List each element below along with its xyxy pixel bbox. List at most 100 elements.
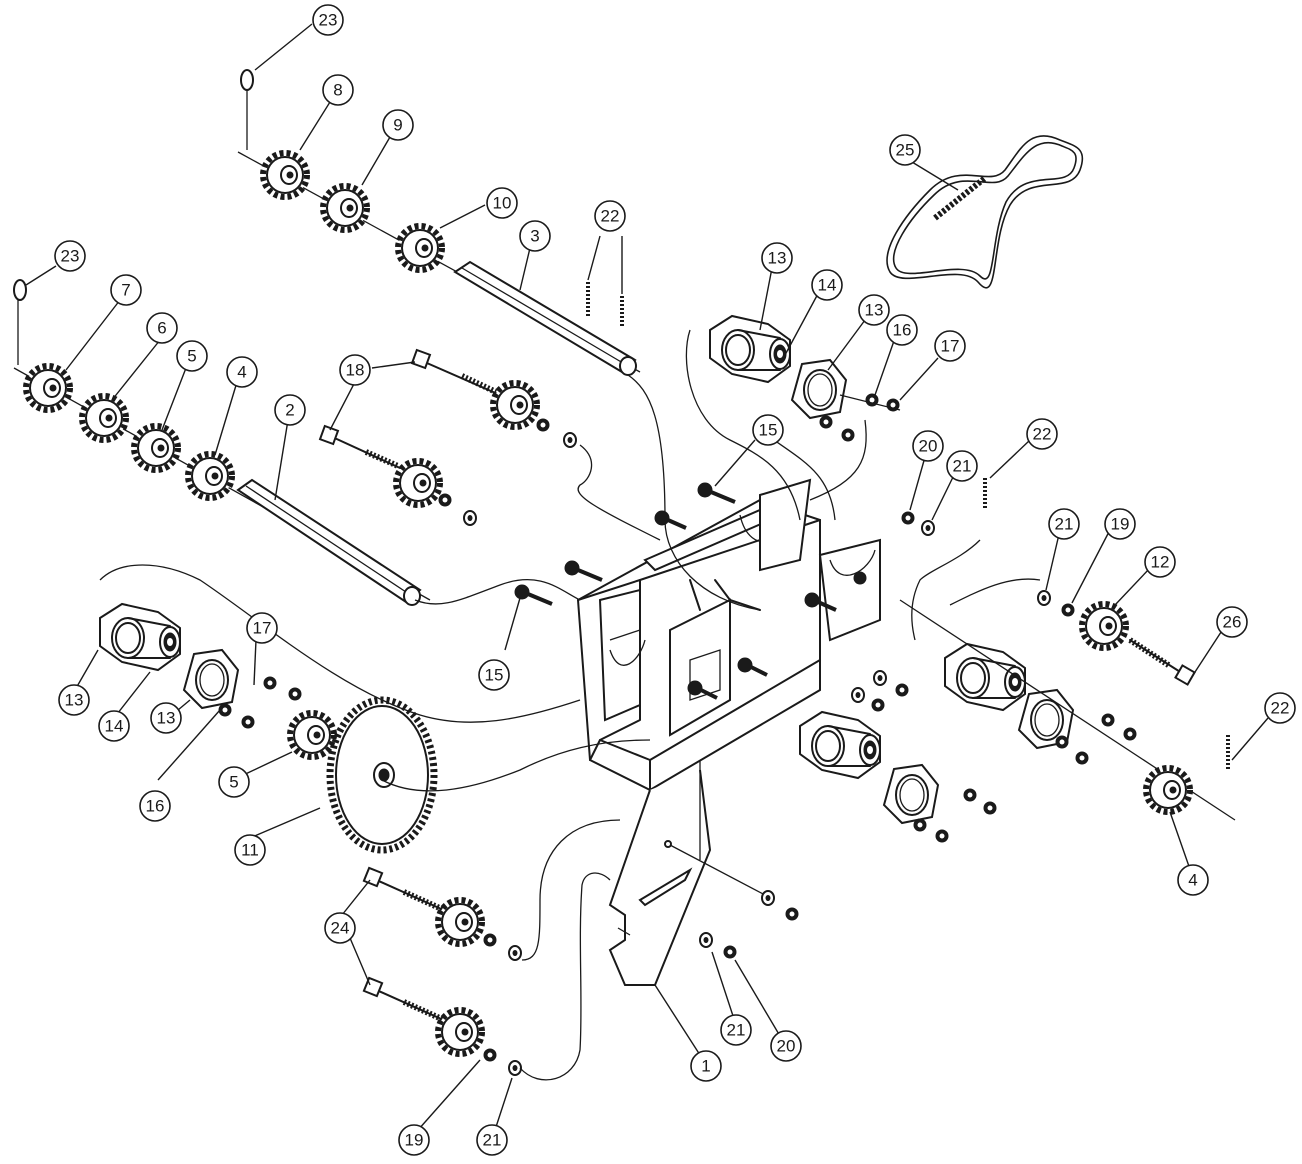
- callout-circle: [476, 1124, 508, 1156]
- callout-circle: [246, 612, 278, 644]
- callout-number: 20: [919, 437, 938, 456]
- callout-circle: [912, 430, 944, 462]
- callout-circle: [1104, 508, 1136, 540]
- left-shaft-assembly: [13, 279, 431, 606]
- callout-number: 21: [1055, 515, 1074, 534]
- callout-circle: [312, 4, 344, 36]
- callout-circle: [339, 354, 371, 386]
- callout-c3: 3: [519, 220, 551, 252]
- callout-balloons: 2389102232523765421813141316171520212221…: [54, 4, 1296, 1156]
- callout-number: 19: [1111, 515, 1130, 534]
- callout-number: 23: [319, 11, 338, 30]
- callout-number: 21: [727, 1021, 746, 1040]
- idler-assembly-24: [362, 866, 522, 1076]
- callout-c16b: 16: [139, 790, 171, 822]
- callout-number: 16: [146, 797, 165, 816]
- callout-circle: [234, 834, 266, 866]
- large-sprocket-11: [326, 696, 438, 854]
- callout-number: 17: [253, 619, 272, 638]
- callout-c20a: 20: [912, 430, 944, 462]
- callout-c16a: 16: [886, 314, 918, 346]
- sprocket-6: [82, 396, 126, 440]
- callout-c13d: 13: [150, 702, 182, 734]
- callout-c4b: 4: [1177, 864, 1209, 896]
- bearing-set-left: [99, 603, 438, 854]
- callout-number: 3: [530, 227, 539, 246]
- callout-number: 12: [1151, 553, 1170, 572]
- callout-c5a: 5: [176, 340, 208, 372]
- callout-circle: [761, 242, 793, 274]
- callout-number: 5: [187, 347, 196, 366]
- callout-c20b: 20: [770, 1030, 802, 1062]
- callout-number: 5: [229, 773, 238, 792]
- callout-number: 22: [601, 207, 620, 226]
- callout-circle: [176, 340, 208, 372]
- grease-fitting-23-left: [13, 279, 27, 301]
- sprocket-5-upper: [134, 426, 178, 470]
- callout-c17b: 17: [246, 612, 278, 644]
- callout-circle: [720, 1014, 752, 1046]
- sprocket-8: [263, 153, 307, 197]
- callout-c12: 12: [1144, 546, 1176, 578]
- right-sprockets: [901, 478, 1230, 812]
- bracket-1: [608, 769, 712, 986]
- callout-number: 20: [777, 1037, 796, 1056]
- callout-number: 1: [701, 1057, 710, 1076]
- callout-number: 13: [768, 249, 787, 268]
- sprocket-9: [323, 186, 367, 230]
- callout-number: 6: [157, 319, 166, 338]
- callout-c2: 2: [274, 394, 306, 426]
- callout-number: 14: [105, 717, 124, 736]
- callout-circle: [382, 109, 414, 141]
- callout-circle: [946, 450, 978, 482]
- callout-number: 26: [1223, 613, 1242, 632]
- callout-number: 2: [285, 401, 294, 420]
- callout-number: 13: [157, 709, 176, 728]
- callout-circle: [1177, 864, 1209, 896]
- callout-circle: [770, 1030, 802, 1062]
- callout-circle: [398, 1124, 430, 1156]
- callout-circle: [811, 269, 843, 301]
- callout-c15a: 15: [752, 414, 784, 446]
- callout-c22b: 22: [1026, 418, 1058, 450]
- callout-c15b: 15: [478, 659, 510, 691]
- callout-number: 4: [1188, 871, 1197, 890]
- callout-number: 23: [61, 247, 80, 266]
- callout-c5b: 5: [218, 766, 250, 798]
- callout-number: 22: [1271, 699, 1290, 718]
- callout-c18: 18: [339, 354, 371, 386]
- callout-circle: [858, 294, 890, 326]
- callout-circle: [594, 200, 626, 232]
- callout-circle: [274, 394, 306, 426]
- callout-c11: 11: [234, 834, 266, 866]
- callout-c23b: 23: [54, 240, 86, 272]
- callout-circle: [218, 766, 250, 798]
- callout-circle: [98, 710, 130, 742]
- callout-circle: [1216, 606, 1248, 638]
- bracket-hardware: [664, 840, 799, 959]
- callout-circle: [690, 1050, 722, 1082]
- callout-c13c: 13: [58, 684, 90, 716]
- callout-circle: [478, 659, 510, 691]
- central-frame: [514, 478, 881, 801]
- grease-fitting-23-upper: [240, 69, 254, 91]
- callout-c25: 25: [889, 134, 921, 166]
- callout-number: 17: [941, 337, 960, 356]
- callout-number: 14: [818, 276, 837, 295]
- callout-number: 13: [865, 301, 884, 320]
- callout-circle: [58, 684, 90, 716]
- callout-c4a: 4: [226, 356, 258, 388]
- callout-number: 16: [893, 321, 912, 340]
- callout-c21b: 21: [1048, 508, 1080, 540]
- callout-c14b: 14: [98, 710, 130, 742]
- callout-c10: 10: [486, 187, 518, 219]
- callout-number: 25: [896, 141, 915, 160]
- callout-c7: 7: [110, 274, 142, 306]
- callout-c1: 1: [690, 1050, 722, 1082]
- callout-circle: [1026, 418, 1058, 450]
- callout-number: 8: [333, 81, 342, 100]
- callout-circle: [1048, 508, 1080, 540]
- upper-shaft-assembly: [237, 69, 641, 376]
- callout-number: 7: [121, 281, 130, 300]
- callout-c19a: 19: [1104, 508, 1136, 540]
